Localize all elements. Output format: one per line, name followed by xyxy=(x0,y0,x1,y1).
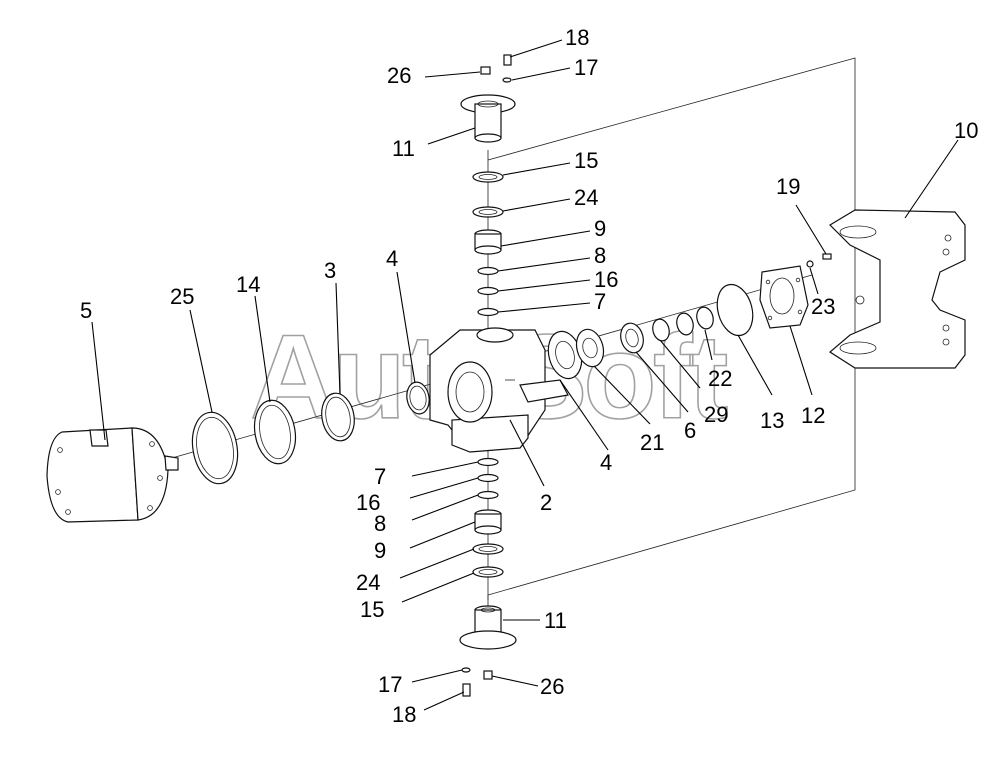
callout-2: 2 xyxy=(540,490,552,515)
part-3-seal xyxy=(321,392,355,442)
part-15-top-seal xyxy=(472,171,504,183)
callout-11-bot: 11 xyxy=(544,608,567,633)
callout-14: 14 xyxy=(236,272,260,297)
callout-23: 23 xyxy=(811,294,835,319)
callout-15-bot: 15 xyxy=(360,597,384,622)
part-25-ring xyxy=(191,411,239,485)
part-10-bracket xyxy=(828,209,966,369)
callout-9-bot: 9 xyxy=(374,538,386,563)
callout-7-top: 7 xyxy=(594,289,606,314)
part-17-18-26-bottom-fasteners xyxy=(461,667,493,697)
callout-10: 10 xyxy=(954,118,978,143)
callout-16-top: 16 xyxy=(594,267,618,292)
part-24-bottom-ring xyxy=(472,543,504,555)
callout-22: 22 xyxy=(708,366,732,391)
part-2-housing xyxy=(429,327,569,453)
callout-9-top: 9 xyxy=(594,216,606,241)
callout-24-top: 24 xyxy=(574,185,598,210)
callout-7-bot: 7 xyxy=(374,464,386,489)
part-11-bottom-kingpin xyxy=(459,605,517,650)
part-18-17-26-top-fasteners xyxy=(480,54,512,83)
callout-16-bot: 16 xyxy=(356,490,380,515)
callout-11-top: 11 xyxy=(392,136,415,161)
part-23-19-screw xyxy=(806,253,832,268)
callout-4-top: 4 xyxy=(386,246,398,271)
callout-13: 13 xyxy=(760,408,784,433)
callout-15-top: 15 xyxy=(574,148,598,173)
callout-26-bot: 26 xyxy=(540,674,564,699)
part-22-ring xyxy=(652,306,714,342)
callout-19: 19 xyxy=(776,174,800,199)
callout-25: 25 xyxy=(170,284,194,309)
callout-17-bot: 17 xyxy=(378,672,402,697)
callout-18-top: 18 xyxy=(565,25,589,50)
part-8-16-7-top-washers xyxy=(477,266,499,317)
callout-24-bot: 24 xyxy=(356,570,380,595)
callout-6: 6 xyxy=(684,418,696,443)
part-5-end-cover xyxy=(46,427,179,523)
callout-29: 29 xyxy=(704,402,728,427)
part-12-flange xyxy=(759,265,809,329)
callout-12: 12 xyxy=(801,403,825,428)
part-9-bottom-bushing xyxy=(474,509,502,535)
callout-labels: 18 26 17 11 15 24 9 8 16 7 10 19 23 5 25… xyxy=(80,25,978,727)
callout-8-bot: 8 xyxy=(374,511,386,536)
callout-21: 21 xyxy=(640,430,664,455)
callout-18-bot: 18 xyxy=(392,702,416,727)
part-21-disc xyxy=(547,330,583,380)
part-14-seal xyxy=(253,399,297,465)
part-13-gasket xyxy=(716,283,754,337)
part-15-bottom-seal xyxy=(472,566,504,578)
callout-17-top: 17 xyxy=(574,55,598,80)
part-7-16-8-bottom-washers xyxy=(477,457,499,500)
part-24-top-ring xyxy=(472,206,504,218)
callout-26-top: 26 xyxy=(387,63,411,88)
callout-4-bot: 4 xyxy=(600,450,612,475)
callout-3: 3 xyxy=(324,258,336,283)
callout-8-top: 8 xyxy=(594,243,606,268)
callout-5: 5 xyxy=(80,298,92,323)
part-11-top-kingpin xyxy=(460,94,516,143)
part-9-top-bushing xyxy=(474,229,502,255)
